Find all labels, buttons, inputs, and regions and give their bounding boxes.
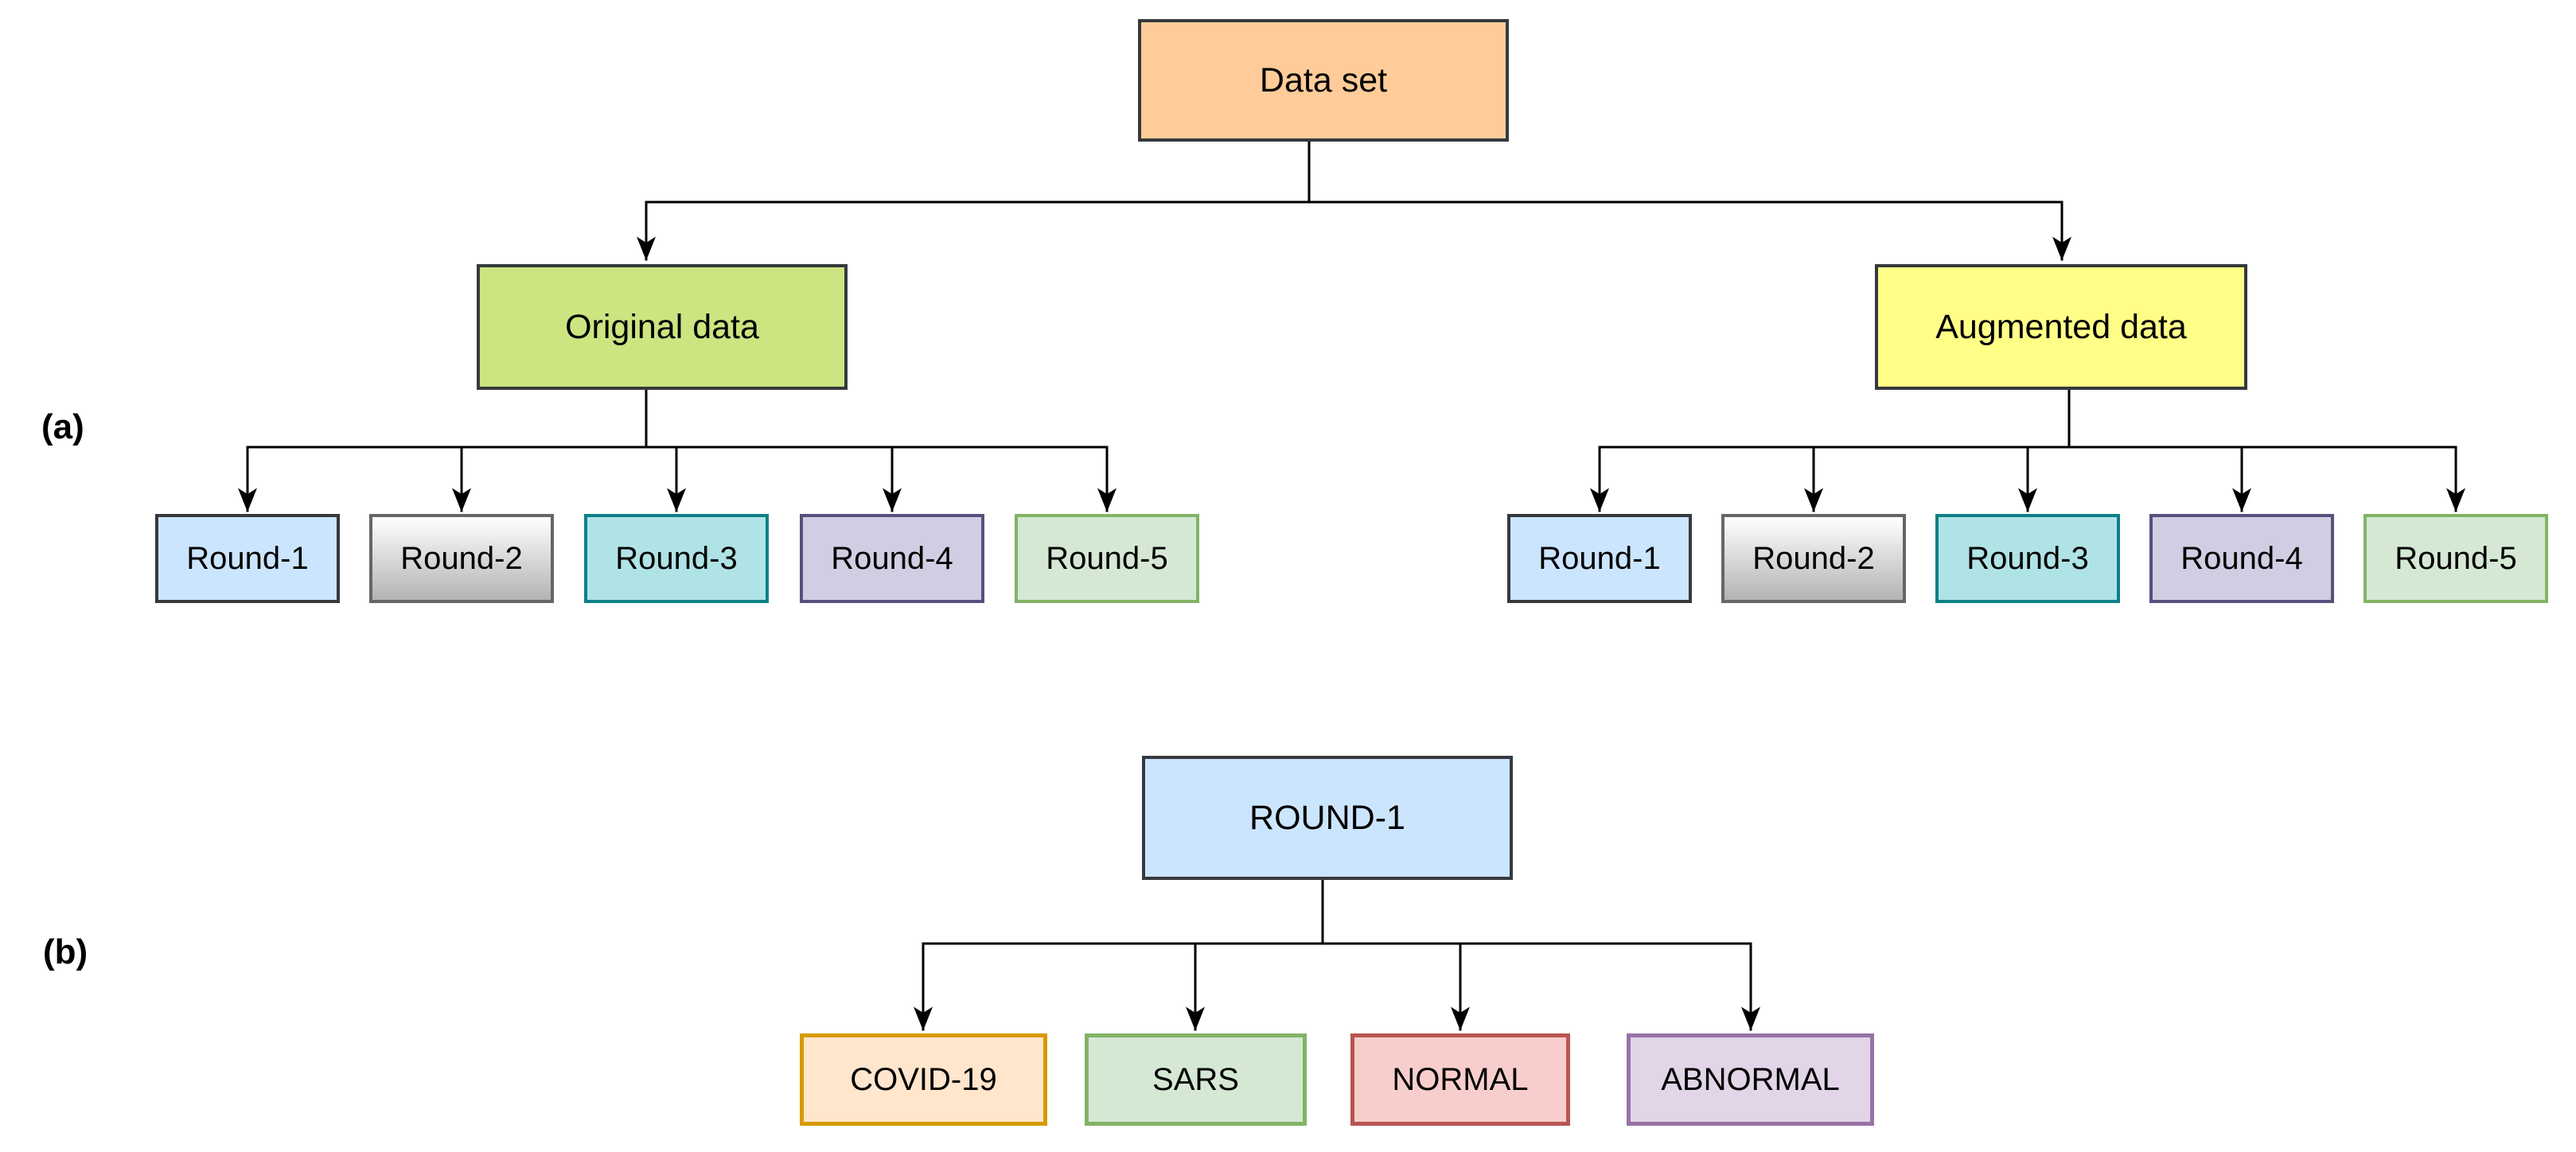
- round-1-root-label: ROUND-1: [1249, 798, 1405, 837]
- augmented-round-1-box: Round-1: [1507, 514, 1692, 603]
- original-round-4-label: Round-4: [831, 540, 953, 576]
- class-normal-box: NORMAL: [1350, 1033, 1570, 1126]
- augmented-round-1-label: Round-1: [1538, 540, 1661, 576]
- class-covid-19-label: COVID-19: [850, 1061, 997, 1097]
- class-sars-label: SARS: [1152, 1061, 1239, 1097]
- original-round-1-box: Round-1: [155, 514, 340, 603]
- original-round-4-box: Round-4: [800, 514, 984, 603]
- augmented-round-2-box: Round-2: [1721, 514, 1906, 603]
- original-data-label: Original data: [565, 307, 759, 346]
- original-round-3-box: Round-3: [584, 514, 769, 603]
- round-1-root-box: ROUND-1: [1142, 756, 1513, 880]
- dataset-label: Data set: [1259, 60, 1388, 99]
- original-round-1-label: Round-1: [186, 540, 309, 576]
- augmented-round-5-label: Round-5: [2395, 540, 2517, 576]
- class-covid-19-box: COVID-19: [800, 1033, 1047, 1126]
- class-sars-box: SARS: [1085, 1033, 1307, 1126]
- augmented-round-4-box: Round-4: [2149, 514, 2334, 603]
- original-round-5-label: Round-5: [1046, 540, 1168, 576]
- original-round-2-label: Round-2: [400, 540, 523, 576]
- panel-b-label: (b): [43, 932, 88, 971]
- augmented-round-3-box: Round-3: [1935, 514, 2120, 603]
- class-normal-label: NORMAL: [1392, 1061, 1529, 1097]
- augmented-round-5-box: Round-5: [2364, 514, 2548, 603]
- class-abnormal-label: ABNORMAL: [1661, 1061, 1840, 1097]
- original-round-5-box: Round-5: [1015, 514, 1199, 603]
- augmented-round-3-label: Round-3: [1966, 540, 2089, 576]
- panel-a-label: (a): [41, 407, 84, 446]
- augmented-data-box: Augmented data: [1875, 264, 2247, 390]
- dataset-box: Data set: [1138, 19, 1509, 142]
- original-round-2-box: Round-2: [369, 514, 554, 603]
- augmented-data-label: Augmented data: [1935, 307, 2187, 346]
- class-abnormal-box: ABNORMAL: [1627, 1033, 1874, 1126]
- original-data-box: Original data: [477, 264, 848, 390]
- augmented-round-4-label: Round-4: [2180, 540, 2303, 576]
- original-round-3-label: Round-3: [615, 540, 738, 576]
- augmented-round-2-label: Round-2: [1752, 540, 1875, 576]
